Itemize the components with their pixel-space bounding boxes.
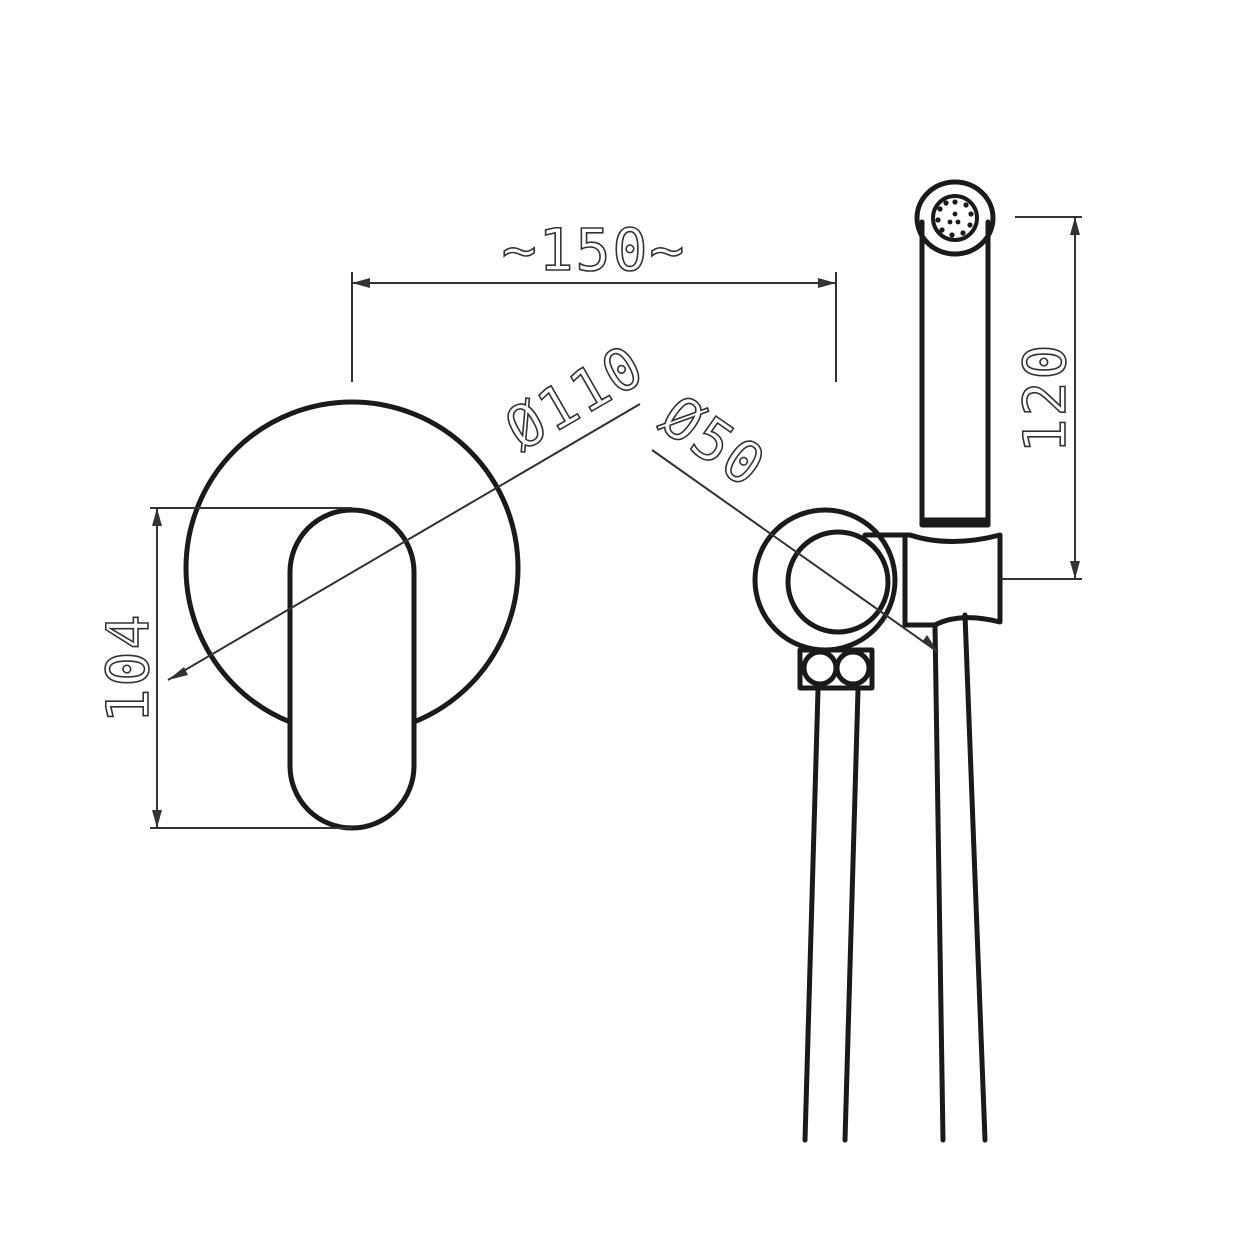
outlet-diameter-label: Ø50: [649, 382, 779, 501]
hand-shower-height-dimension: 120: [1000, 216, 1082, 580]
spray-face: [914, 179, 996, 257]
hand-shower-set: [752, 179, 1003, 1143]
hose-right: [932, 612, 988, 1143]
wall-outlet-inner: [785, 529, 891, 635]
hand-shower: [914, 179, 996, 528]
hose-left: [802, 687, 861, 1143]
width-dimension-label: ~150~: [502, 216, 687, 284]
connector-nut-left: [801, 649, 839, 687]
wall-mixer: [183, 399, 521, 831]
handle-height-dimension: 104: [93, 507, 352, 829]
hand-shower-height-label: 120: [1011, 343, 1079, 454]
mixer-handle: [287, 507, 417, 831]
spray-nozzles: [935, 199, 974, 238]
plate-diameter-label: Ø110: [494, 331, 656, 464]
holder-bracket: [862, 532, 1003, 628]
hose-connector: [797, 647, 875, 691]
connector-nut-right: [834, 649, 872, 687]
handle-height-label: 104: [94, 613, 162, 724]
width-dimension: ~150~: [351, 215, 837, 382]
